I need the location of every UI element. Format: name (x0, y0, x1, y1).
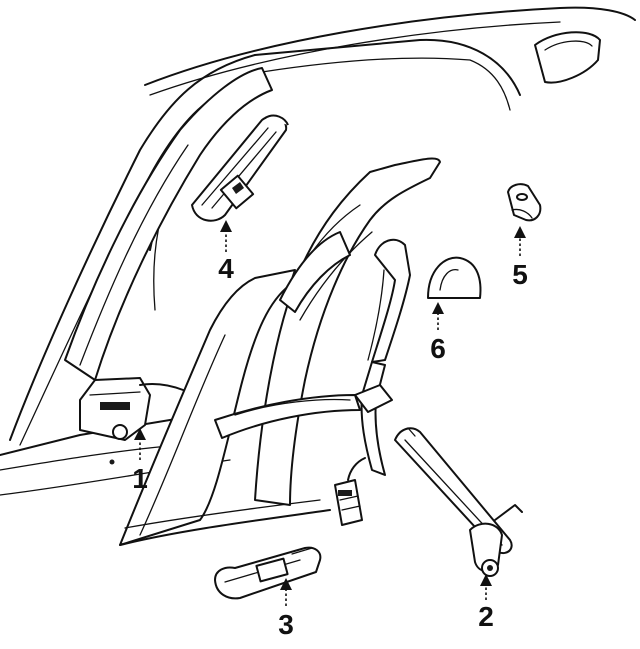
callout-3: 3 (278, 578, 294, 640)
b-pillar-trim (119, 269, 331, 546)
side-mirror (534, 31, 601, 84)
shoulder-belt-webbing (354, 238, 411, 476)
callout-2-label: 2 (478, 601, 494, 632)
callout-1: 1 (132, 428, 148, 494)
callout-5-label: 5 (512, 259, 528, 290)
a-pillar-trim (64, 67, 273, 381)
part-6-guide-cover (427, 256, 482, 299)
callout-2: 2 (478, 574, 494, 632)
callout-5: 5 (512, 226, 528, 290)
callout-4-label: 4 (218, 253, 234, 284)
callout-6: 6 (430, 302, 446, 364)
part-4-height-adjuster (191, 114, 289, 222)
callout-6-label: 6 (430, 333, 446, 364)
callout-4: 4 (218, 220, 234, 284)
part-2-latch-plate (394, 427, 523, 577)
center-buckle (334, 457, 366, 526)
part-3-buckle (214, 546, 322, 600)
lap-belt (214, 394, 361, 439)
part-5-cover (507, 183, 542, 222)
callout-3-label: 3 (278, 609, 294, 640)
part-1-retractor (79, 377, 216, 465)
quarter-trim-panel (254, 157, 441, 506)
callout-1-label: 1 (132, 463, 148, 494)
